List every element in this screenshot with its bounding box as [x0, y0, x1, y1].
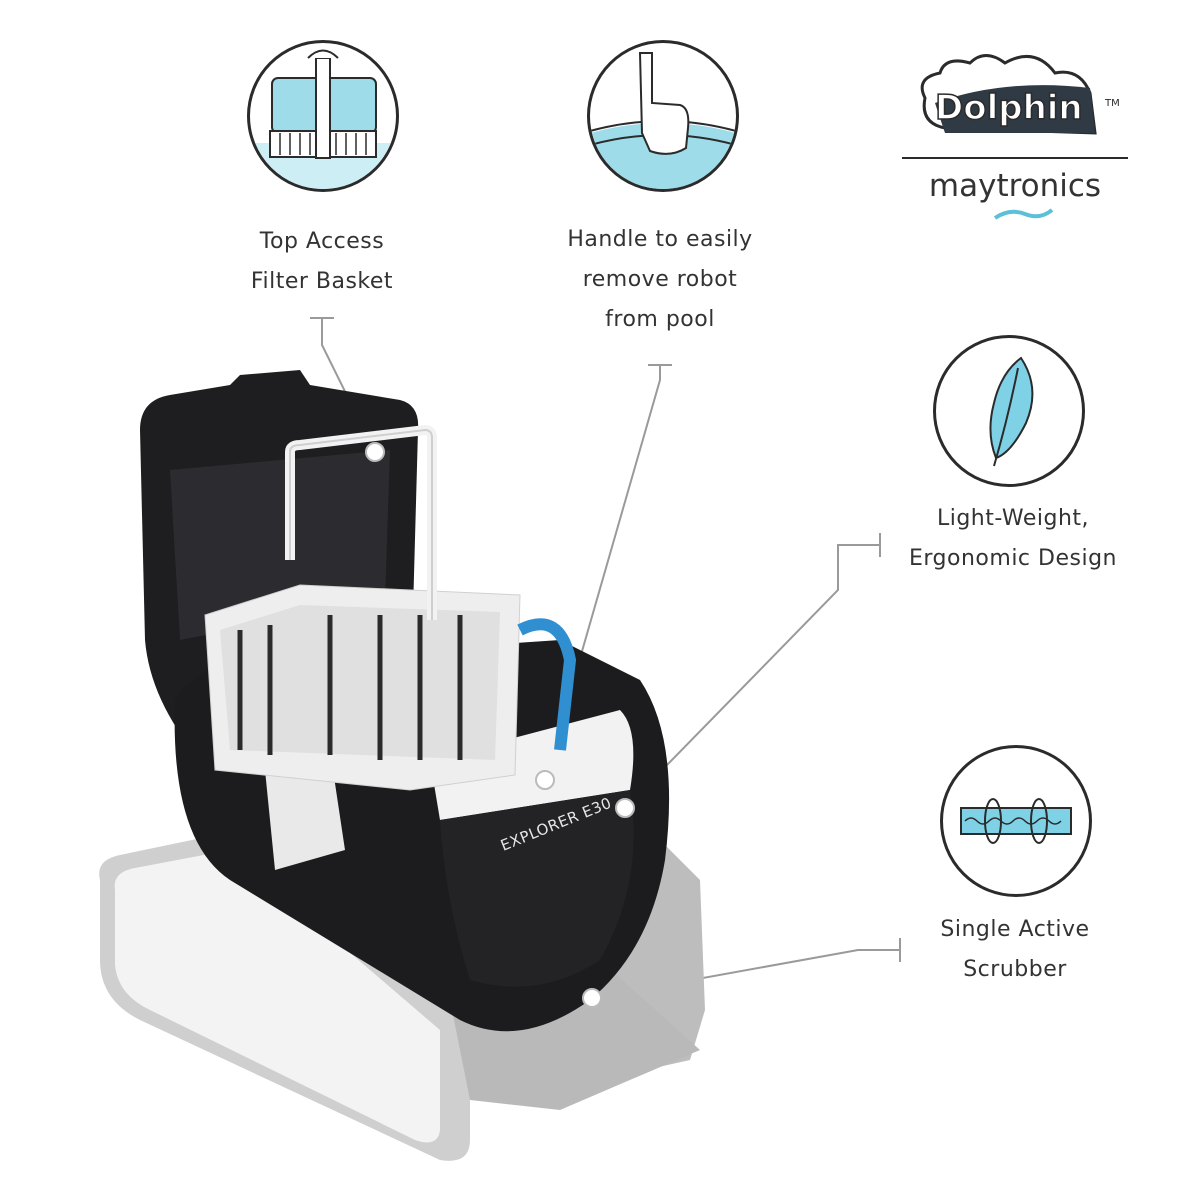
trademark-mark: TM [1105, 98, 1120, 109]
feature-label-line: Top Access [259, 229, 385, 254]
maytronics-logo-text: maytronics [928, 168, 1102, 204]
hand-handle-icon [587, 40, 739, 192]
logo-divider [902, 157, 1128, 159]
callout-line-weight [624, 533, 881, 809]
feature-label-line: Filter Basket [250, 269, 394, 294]
feature-label-line: remove robot [582, 267, 738, 292]
feature-label-line: Light-Weight, [936, 506, 1090, 531]
feature-label-line: Single Active [940, 917, 1090, 942]
feature-label-scrubber: Single Active Scrubber [865, 910, 1165, 990]
feature-label-line: Scrubber [963, 957, 1067, 982]
feature-label-line: Handle to easily [567, 227, 753, 252]
feature-label-line: from pool [605, 307, 715, 332]
left-track [99, 830, 471, 1161]
scrubber-brush-icon [940, 745, 1092, 897]
feature-label-weight: Light-Weight, Ergonomic Design [863, 499, 1163, 579]
dolphin-logo-text: Dolphin [934, 87, 1083, 129]
feature-label-filter-basket: Top Access Filter Basket [172, 222, 472, 302]
dolphin-logo: Dolphin TM [905, 48, 1135, 143]
callout-line-handle [544, 364, 672, 781]
feather-icon [933, 335, 1085, 487]
filter-basket-icon [247, 40, 399, 192]
feature-label-line: Ergonomic Design [909, 546, 1117, 571]
feature-label-handle: Handle to easily remove robot from pool [510, 220, 810, 340]
